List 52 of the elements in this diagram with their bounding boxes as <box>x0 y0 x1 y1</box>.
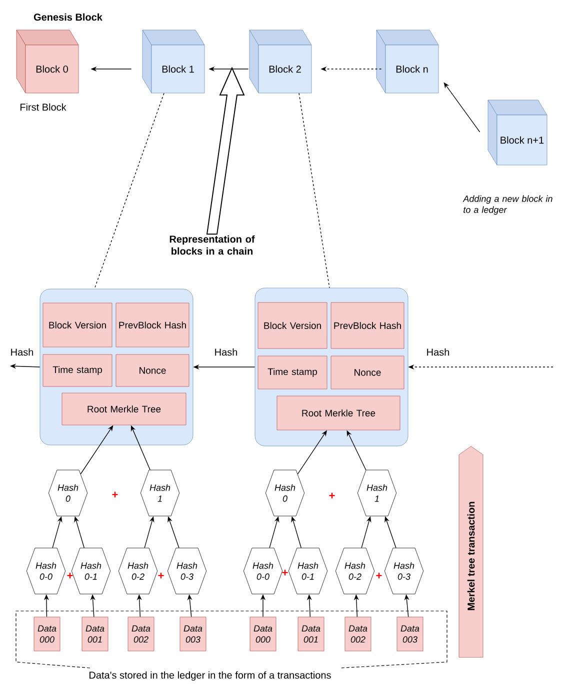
field-box: Nonce <box>116 354 190 387</box>
field-box: Block Version <box>42 302 112 348</box>
dashed-line <box>94 92 164 290</box>
field-box: Time stamp <box>42 354 112 387</box>
block-cube: Block n <box>376 30 439 94</box>
plus-sign: + <box>329 492 335 498</box>
hash-hexagon: Hash 0-1 <box>71 548 111 594</box>
block-caption: Genesis Block <box>34 13 102 21</box>
field-box: Time stamp <box>258 356 328 390</box>
hash-hexagon: Hash 1 <box>357 470 397 516</box>
data-box: Data 000 <box>250 616 276 652</box>
block-caption: First Block <box>20 103 66 111</box>
hash-hexagon: Hash 0 <box>48 470 88 516</box>
hash-hexagon: Hash 0-2 <box>118 548 158 594</box>
hash-hexagon: Hash 0-2 <box>335 548 375 594</box>
hash-hexagon: Hash 0-1 <box>288 548 328 594</box>
field-box: PrevBlock Hash <box>330 302 404 349</box>
field-box: Root Merkle Tree <box>276 396 400 430</box>
upward-arrow-banner: Merkel tree transaction <box>458 446 484 658</box>
data-box: Data 000 <box>34 616 60 652</box>
hash-hexagon: Hash 0 <box>265 470 305 516</box>
block-cube: Block 1 <box>142 30 205 94</box>
data-box: Data 003 <box>396 616 424 652</box>
edge-label: Hash <box>425 347 451 357</box>
block-caption: Adding a new block in to a ledger <box>462 195 552 215</box>
data-box: Data 002 <box>128 616 154 652</box>
field-box: Root Merkle Tree <box>62 392 186 426</box>
bracket-caption: Data's stored in the ledger in the form of a transactions <box>90 671 331 681</box>
data-box: Data 003 <box>180 616 206 652</box>
field-box: Block Version <box>258 302 328 349</box>
plus-sign: + <box>158 572 164 578</box>
data-box: Data 001 <box>298 616 324 652</box>
field-box: Nonce <box>330 356 404 390</box>
hash-hexagon: Hash 0-3 <box>167 548 207 594</box>
chain-caption: Representation of blocks in a chain <box>170 235 255 255</box>
plus-sign: + <box>112 492 118 498</box>
dashed-line <box>298 92 330 288</box>
hash-hexagon: Hash 0-0 <box>26 548 66 594</box>
hash-hexagon: Hash 0-0 <box>243 548 283 594</box>
plus-sign: + <box>282 570 288 576</box>
edge-label: Hash <box>9 347 35 357</box>
data-box: Data 002 <box>344 616 372 652</box>
plus-sign: + <box>376 572 382 578</box>
block-cube: Block 0 <box>16 30 79 94</box>
block-cube: Block 2 <box>249 30 312 94</box>
data-box: Data 001 <box>82 616 108 652</box>
hash-hexagon: Hash 1 <box>140 470 180 516</box>
plus-sign: + <box>67 572 73 578</box>
edge-label: Hash <box>213 347 239 357</box>
block-cube: Block n+1 <box>488 100 548 166</box>
hash-hexagon: Hash 0-3 <box>384 548 424 594</box>
field-box: PrevBlock Hash <box>116 302 190 348</box>
